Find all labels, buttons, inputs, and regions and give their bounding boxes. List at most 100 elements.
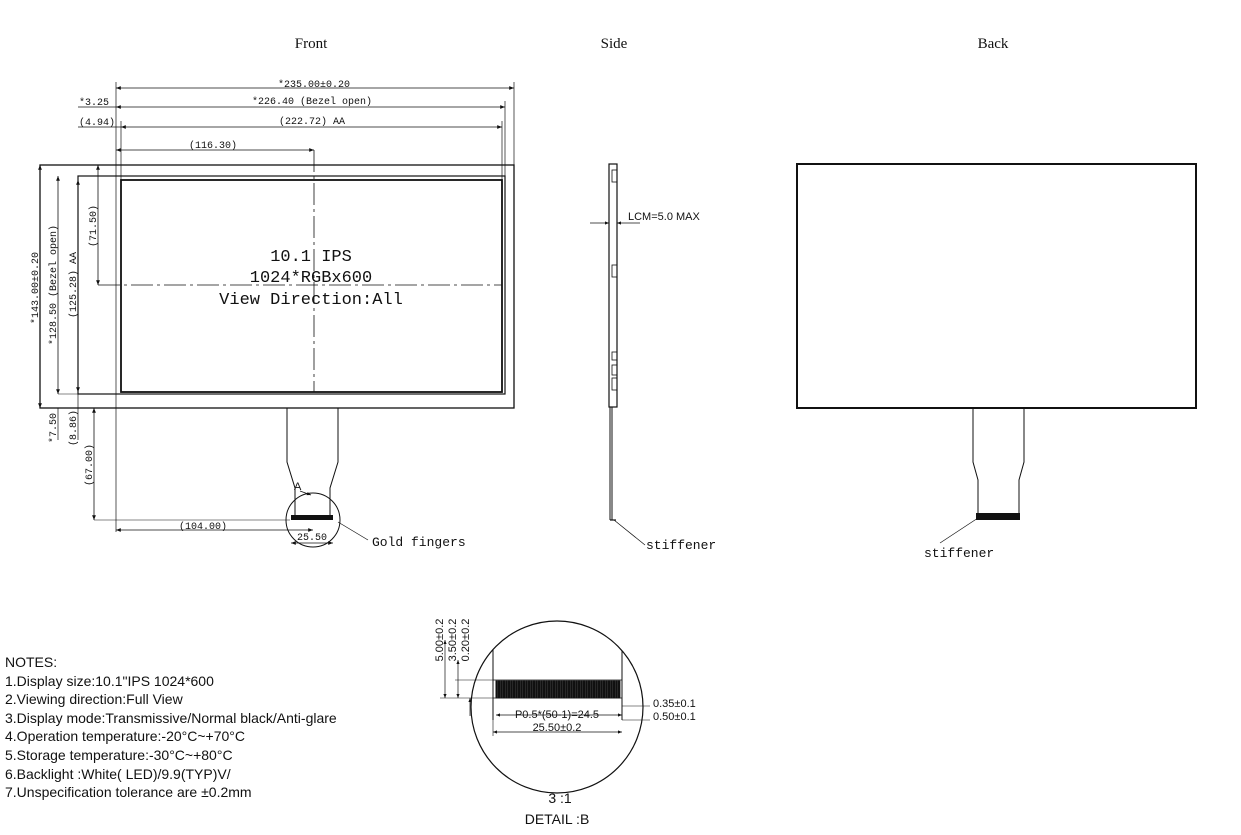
gold-finger-pad (543, 680, 546, 699)
back-stiffener-label: stiffener (924, 546, 994, 561)
gold-finger-pad (583, 680, 586, 699)
dim-aa-bottom: (8.86) (68, 410, 80, 446)
side-component (611, 264, 618, 278)
lcm-thickness-label: LCM=5.0 MAX (628, 211, 700, 223)
gold-finger-pad (573, 680, 576, 699)
gold-finger-pad (535, 680, 538, 699)
gold-finger-pad (565, 680, 568, 699)
gold-finger-pad (545, 680, 548, 699)
front-view-title: Front (295, 36, 328, 52)
note-item: 3.Display mode:Transmissive/Normal black… (5, 709, 337, 726)
gold-finger-pad (585, 680, 588, 699)
side-panel-outline (608, 163, 618, 408)
side-component (611, 351, 618, 361)
side-component (611, 377, 618, 391)
dim-c-label: 0.20±0.2 (460, 619, 472, 662)
panel-resolution-label: 1024*RGBx600 (250, 269, 372, 288)
gold-finger-pad (538, 680, 541, 699)
gold-finger-pad (498, 680, 501, 699)
side-stiffener-label: stiffener (646, 538, 716, 553)
gold-finger-pad (528, 680, 531, 699)
detail-a-label: A (294, 481, 302, 493)
gold-finger-pad (560, 680, 563, 699)
gold-finger-pad (518, 680, 521, 699)
dim-aa-width: (222.72) AA (279, 116, 345, 128)
side-view (590, 163, 646, 546)
panel-size-label: 10.1 IPS (270, 248, 352, 267)
gold-finger-pad (563, 680, 566, 699)
side-stiffener-leader (613, 519, 646, 546)
gold-finger-pad (570, 680, 573, 699)
detail-b (440, 620, 650, 794)
gold-finger-pad (615, 680, 618, 699)
detail-a-pointer (299, 490, 312, 496)
note-item: 7.Unspecification tolerance are ±0.2mm (5, 784, 252, 801)
notes-heading: NOTES: (5, 654, 58, 670)
fpc-outline (286, 408, 339, 515)
dim-left-bezel: *3.25 (79, 97, 109, 109)
back-fpc-outline (972, 408, 1025, 515)
gold-finger-pad (548, 680, 551, 699)
gold-finger-pad (540, 680, 543, 699)
gold-finger-pad (495, 680, 498, 699)
note-item: 4.Operation temperature:-20°C~+70°C (5, 728, 245, 745)
gold-finger-pad (500, 680, 503, 699)
gold-finger-pad (613, 680, 616, 699)
detail-scale-label: 3 :1 (548, 790, 572, 806)
gold-finger-pad (525, 680, 528, 699)
side-view-title: Side (601, 36, 628, 52)
panel-view-direction-label: View Direction:All (219, 291, 403, 310)
dim-bezel-open-height: *128.50 (Bezel open) (48, 225, 60, 345)
gold-finger-pad (523, 680, 526, 699)
back-stiffener-leader (939, 517, 979, 544)
gold-finger-pad (533, 680, 536, 699)
gold-finger-pad (605, 680, 608, 699)
side-component (611, 169, 618, 183)
side-component (611, 364, 618, 376)
dim-e-label: 0.50±0.1 (653, 711, 696, 723)
note-item: 5.Storage temperature:-30°C~+80°C (5, 746, 233, 763)
gold-finger-pad (568, 680, 571, 699)
notes-block: NOTES: 1.Display size:10.1"IPS 1024*600 … (5, 653, 337, 802)
dim-aa-offset: (4.94) (79, 117, 115, 129)
gold-finger-pad (575, 680, 578, 699)
gold-fingers-leader (337, 521, 369, 541)
dim-a-label: 5.00±0.2 (434, 619, 446, 662)
gold-finger-pad (618, 680, 621, 699)
dim-fpc-length: (67.00) (84, 444, 96, 486)
gold-finger-pad (515, 680, 518, 699)
gold-finger-pad (555, 680, 558, 699)
dim-total-width: *235.00±0.20 (278, 79, 350, 91)
dim-center-x: (116.30) (189, 140, 237, 152)
dim-d-label: 0.35±0.1 (653, 698, 696, 710)
gold-finger-pad (508, 680, 511, 699)
gold-finger-pad (598, 680, 601, 699)
detail-b-circle (470, 620, 644, 794)
gold-finger-pad (590, 680, 593, 699)
dim-b-label: 3.50±0.2 (447, 619, 459, 662)
gold-finger-pad (513, 680, 516, 699)
note-item: 2.Viewing direction:Full View (5, 691, 183, 708)
gold-finger-pad (503, 680, 506, 699)
gold-finger-pad (600, 680, 603, 699)
gold-finger-pad (530, 680, 533, 699)
detail-title: DETAIL :B (525, 811, 590, 827)
back-view-title: Back (978, 36, 1009, 52)
dim-center-y: (71.50) (88, 205, 100, 247)
back-stiffener (976, 513, 1020, 520)
dim-finger-width: 25.50 (297, 533, 327, 544)
gold-finger-pad (588, 680, 591, 699)
gold-finger-pad (610, 680, 613, 699)
note-item: 6.Backlight :White( LED)/9.9(TYP)V/ (5, 765, 231, 782)
gold-finger-strip (291, 515, 333, 520)
gold-finger-pad (603, 680, 606, 699)
active-area-outline (120, 179, 503, 393)
pitch-label: P0.5*(50-1)=24.5 (515, 709, 599, 721)
gold-finger-pad (558, 680, 561, 699)
dim-bezel-open-width: *226.40 (Bezel open) (252, 96, 372, 108)
gold-finger-pad (510, 680, 513, 699)
dim-aa-height: (125.28) AA (68, 252, 80, 318)
gold-finger-pad (593, 680, 596, 699)
gold-finger-pads (495, 680, 621, 699)
